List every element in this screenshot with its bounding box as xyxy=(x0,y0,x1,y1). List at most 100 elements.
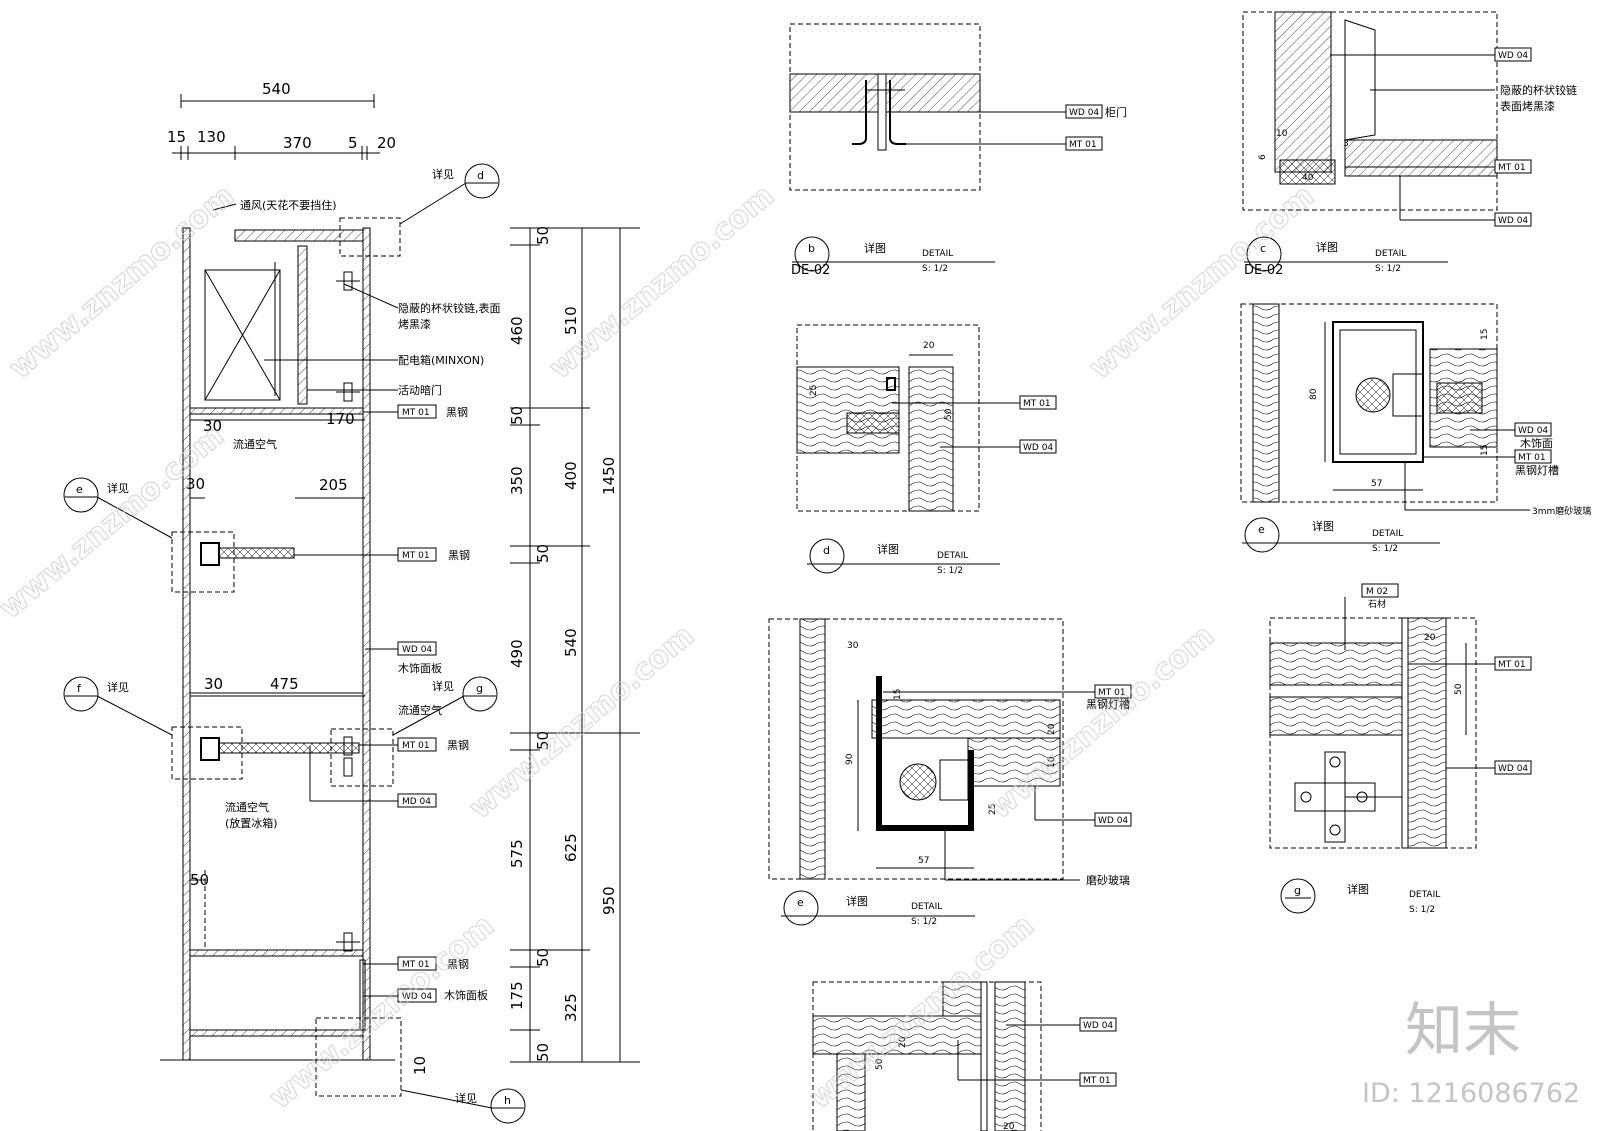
f-glass: 磨砂玻璃 xyxy=(1086,873,1130,887)
note-fridge: (放置冰箱) xyxy=(225,816,278,830)
f-dim-6: 25 xyxy=(988,804,998,815)
dim-inner-6: 475 xyxy=(270,675,299,693)
elevation-notes: 通风(天花不要挡住) 隐蔽的杯状铰链,表面 烤黑漆 配电箱(MINXON) 活动… xyxy=(212,198,501,1002)
callout-h-see: 详见 xyxy=(455,1091,477,1105)
note-hinge: 隐蔽的杯状铰链,表面 xyxy=(398,301,501,315)
detail-h: WD 04 MT 01 20 50 20 xyxy=(812,981,1117,1131)
c-scale: S: 1/2 xyxy=(1375,264,1401,274)
watermark-id: ID: 1216086762 xyxy=(1362,1078,1580,1109)
callout-g: g xyxy=(476,682,483,695)
g-dim-2: 50 xyxy=(1454,683,1464,695)
d-dim-1: 20 xyxy=(923,341,935,351)
f-dim-2: 15 xyxy=(893,689,903,700)
b-detail: DETAIL xyxy=(922,249,953,259)
e-dim-4: 57 xyxy=(1371,479,1382,489)
label-black-steel-d: 黑钢 xyxy=(447,958,469,971)
f-dim-4: 20 xyxy=(1047,723,1057,735)
f-tag-wd04: WD 04 xyxy=(1098,816,1128,826)
h-dim-2: 50 xyxy=(875,1058,885,1070)
b-word: 详图 xyxy=(864,241,886,255)
dim-r-5: 50 xyxy=(534,544,552,563)
callout-d: d xyxy=(477,169,484,182)
dim-part-1: 15 xyxy=(167,128,186,146)
dim-inner-4: 205 xyxy=(319,476,348,494)
d-word: 详图 xyxy=(877,542,899,556)
tag-wd04-a: WD 04 xyxy=(402,645,432,655)
dim-bottom: 10 xyxy=(411,1056,429,1075)
tag-wd04-b: WD 04 xyxy=(402,992,432,1002)
g-stone: 石材 xyxy=(1368,598,1386,610)
e-tag-mt01: MT 01 xyxy=(1518,453,1546,463)
label-black-steel-b: 黑钢 xyxy=(448,549,470,562)
b-ref: DE-02 xyxy=(791,263,830,278)
e-glass: 3mm磨砂玻璃 xyxy=(1532,505,1591,517)
c-dim-4: 3 xyxy=(1343,139,1349,149)
c-id: c xyxy=(1260,242,1266,255)
note-panel-box: 配电箱(MINXON) xyxy=(398,353,484,367)
b-scale: S: 1/2 xyxy=(922,264,948,274)
d-dim-2: 25 xyxy=(809,385,819,396)
g-tag-m02: M 02 xyxy=(1366,587,1388,597)
b-tag-mt01: MT 01 xyxy=(1069,140,1097,150)
f-word: 详图 xyxy=(846,894,868,908)
d-tag-mt01: MT 01 xyxy=(1023,399,1051,409)
dim-r-9: 50 xyxy=(534,948,552,967)
callout-h: h xyxy=(504,1094,511,1107)
dim-r-2: 460 xyxy=(508,316,526,345)
f-dim-3: 90 xyxy=(845,753,855,765)
dim-part-4: 5 xyxy=(348,134,358,152)
g-dim-1: 20 xyxy=(1424,633,1436,643)
e-dim-2: 15 xyxy=(1480,329,1490,340)
watermark-url-3: www.znzmo.com xyxy=(1083,178,1321,386)
c-note-2: 表面烤黑漆 xyxy=(1500,99,1555,113)
d-dim-3: 50 xyxy=(944,408,954,420)
h-dim-1: 20 xyxy=(898,1036,908,1048)
f-detail: DETAIL xyxy=(911,902,942,912)
dim-m-2: 400 xyxy=(562,461,580,490)
label-black-steel-a: 黑钢 xyxy=(446,406,468,419)
c-dim-1: 10 xyxy=(1276,129,1288,139)
g-scale: S: 1/2 xyxy=(1409,905,1435,915)
e-dim-3: 15 xyxy=(1480,445,1490,456)
e-detail: DETAIL xyxy=(1372,529,1403,539)
dim-part-2: 130 xyxy=(197,128,226,146)
dim-m-1: 510 xyxy=(562,306,580,335)
f-tag-mt01: MT 01 xyxy=(1098,688,1126,698)
detail-d: MT 01 WD 04 20 25 50 d 详图 DETAIL S: 1/2 xyxy=(796,324,1057,576)
d-detail: DETAIL xyxy=(937,551,968,561)
g-tag-mt01: MT 01 xyxy=(1498,660,1526,670)
right-dimensions: 50 460 50 350 50 490 50 575 50 175 50 51… xyxy=(411,226,640,1075)
watermark-brand: 知末 xyxy=(1405,996,1521,1064)
dim-inner-5: 30 xyxy=(204,675,223,693)
dim-inner-3: 30 xyxy=(186,475,205,493)
dim-inner-1: 30 xyxy=(203,417,222,435)
callout-g-see: 详见 xyxy=(432,679,454,693)
dim-o-2: 950 xyxy=(600,886,618,915)
detail-e: WD 04 木饰面 MT 01 黑钢灯槽 3mm磨砂玻璃 80 15 15 57… xyxy=(1240,303,1591,554)
detail-c: WD 04 隐蔽的杯状铰链 表面烤黑漆 MT 01 WD 04 10 6 40 … xyxy=(1242,11,1577,278)
watermark-url-4: www.znzmo.com xyxy=(0,418,231,626)
tag-mt01-c: MT 01 xyxy=(402,741,430,751)
e-groove: 黑钢灯槽 xyxy=(1515,464,1559,477)
note-ventilation: 通风(天花不要挡住) xyxy=(240,198,337,212)
detail-f: MT 01 黑钢灯槽 WD 04 磨砂玻璃 30 15 90 20 10 25 … xyxy=(768,618,1132,927)
cabinet-elevation: 540 15 130 370 5 20 xyxy=(63,80,640,1124)
dim-r-8: 575 xyxy=(508,839,526,868)
note-air-2: 流通空气 xyxy=(398,703,442,717)
dim-r-10: 175 xyxy=(508,981,526,1010)
dim-part-5: 20 xyxy=(377,134,396,152)
note-air-1: 流通空气 xyxy=(233,437,277,451)
g-detail: DETAIL xyxy=(1409,890,1440,900)
d-scale: S: 1/2 xyxy=(937,566,963,576)
g-word: 详图 xyxy=(1347,882,1369,896)
dim-overall-width: 540 xyxy=(262,80,291,98)
e-wood: 木饰面 xyxy=(1520,436,1553,450)
e-dim-1: 80 xyxy=(1309,388,1319,400)
tag-mt01-a: MT 01 xyxy=(402,408,430,418)
c-tag-mt01: MT 01 xyxy=(1498,163,1526,173)
elevation-tags: MT 01 黑钢 MT 01 黑钢 WD 04 MT 01 黑钢 MD 04 M… xyxy=(294,404,470,1003)
h-tag-mt01: MT 01 xyxy=(1083,1076,1111,1086)
f-dim-5: 10 xyxy=(1047,756,1057,768)
detail-b: WD 04 柜门 MT 01 b DE-02 详图 DETAIL S: 1/2 xyxy=(789,23,1127,278)
